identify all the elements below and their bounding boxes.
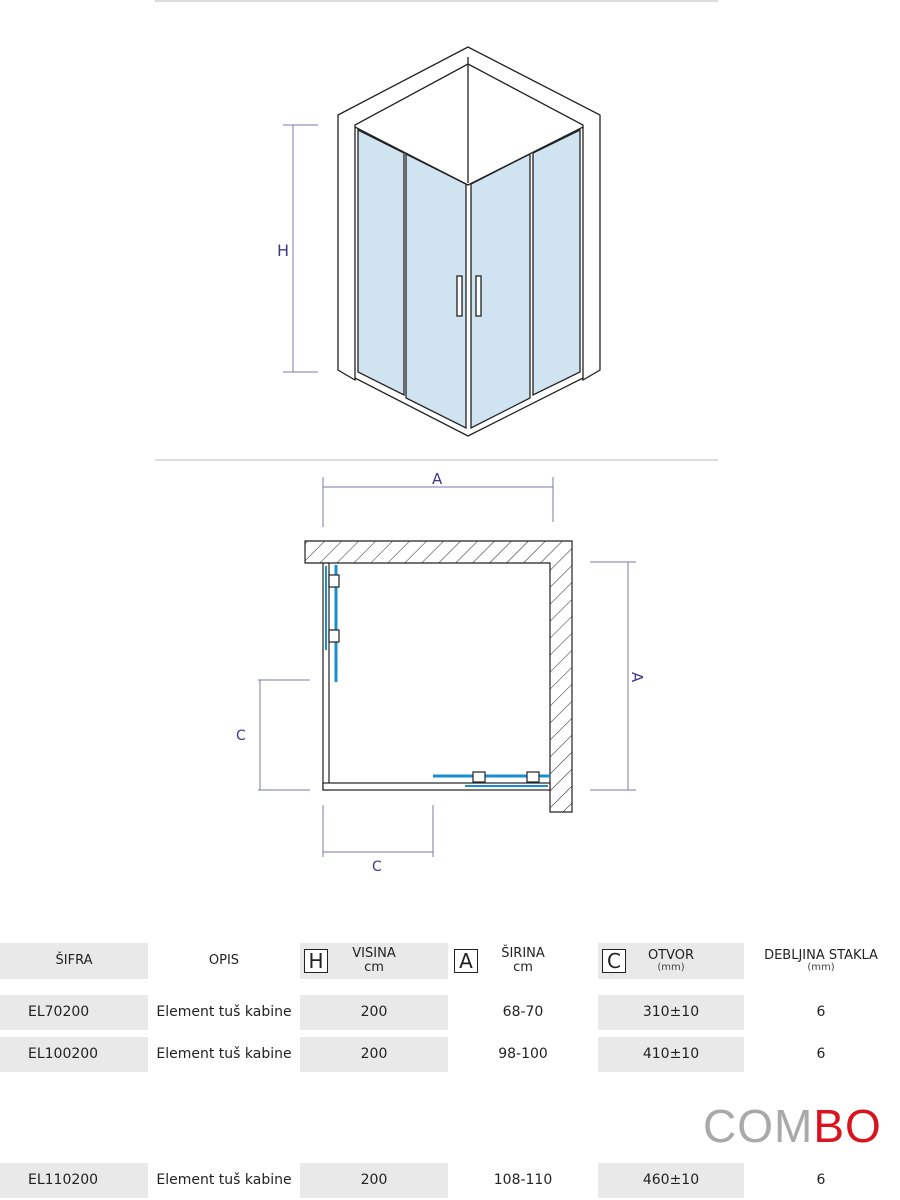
label-h: H [277, 241, 289, 260]
dimension-lines [258, 477, 636, 857]
table-cell: 68-70 [450, 995, 596, 1030]
header-label: VISINA [352, 946, 396, 962]
logo-gray: COM [703, 1100, 814, 1152]
table-cell: Element tuš kabine [150, 1037, 298, 1072]
label-c-left: C [236, 728, 246, 744]
header-unit: cm [513, 960, 533, 975]
table-cell: 6 [746, 995, 896, 1030]
table-cell: Element tuš kabine [150, 995, 298, 1030]
header-unit: cm [364, 960, 384, 975]
h-box-icon: H [304, 949, 328, 973]
shower-diagram: H A A C C [155, 0, 718, 875]
isometric-cabin [337, 46, 601, 437]
table-cell: 6 [746, 1163, 896, 1198]
header-label: DEBLJINA STAKLA [764, 947, 878, 963]
table-cell: 200 [300, 995, 448, 1030]
logo-red: BO [813, 1100, 882, 1152]
table-cell: Element tuš kabine [150, 1163, 298, 1198]
floor-plan [304, 540, 573, 813]
table-cell: 200 [300, 1037, 448, 1072]
header-opis: OPIS [150, 943, 298, 979]
label-a-top: A [432, 470, 443, 488]
table-cell: 98-100 [450, 1037, 596, 1072]
label-a-side: A [628, 672, 646, 683]
c-box-icon: C [602, 949, 626, 973]
table-cell: 310±10 [598, 995, 744, 1030]
table-cell: 6 [746, 1037, 896, 1072]
header-otvor: C OTVOR(mm) [598, 943, 744, 979]
header-debljina: DEBLJINA STAKLA(mm) [746, 943, 896, 979]
header-label: ŠIRINA [501, 946, 545, 962]
table-cell: 460±10 [598, 1163, 744, 1198]
table-cell: EL110200 [0, 1163, 148, 1198]
combo-logo: COMBO [703, 1100, 882, 1152]
a-box-icon: A [454, 949, 478, 973]
header-label: OTVOR [647, 947, 695, 963]
table-cell: 410±10 [598, 1037, 744, 1072]
table-cell: 200 [300, 1163, 448, 1198]
label-c-bottom: C [372, 859, 382, 875]
header-label: ŠIFRA [55, 953, 93, 969]
table-cell: 108-110 [450, 1163, 596, 1198]
table-cell: EL70200 [0, 995, 148, 1030]
header-unit: (mm) [657, 961, 685, 973]
header-label: OPIS [208, 953, 240, 969]
dimension-h [283, 124, 318, 373]
header-unit: (mm) [807, 961, 835, 973]
table-cell: EL100200 [0, 1037, 148, 1072]
header-sifra: ŠIFRA [0, 943, 148, 979]
